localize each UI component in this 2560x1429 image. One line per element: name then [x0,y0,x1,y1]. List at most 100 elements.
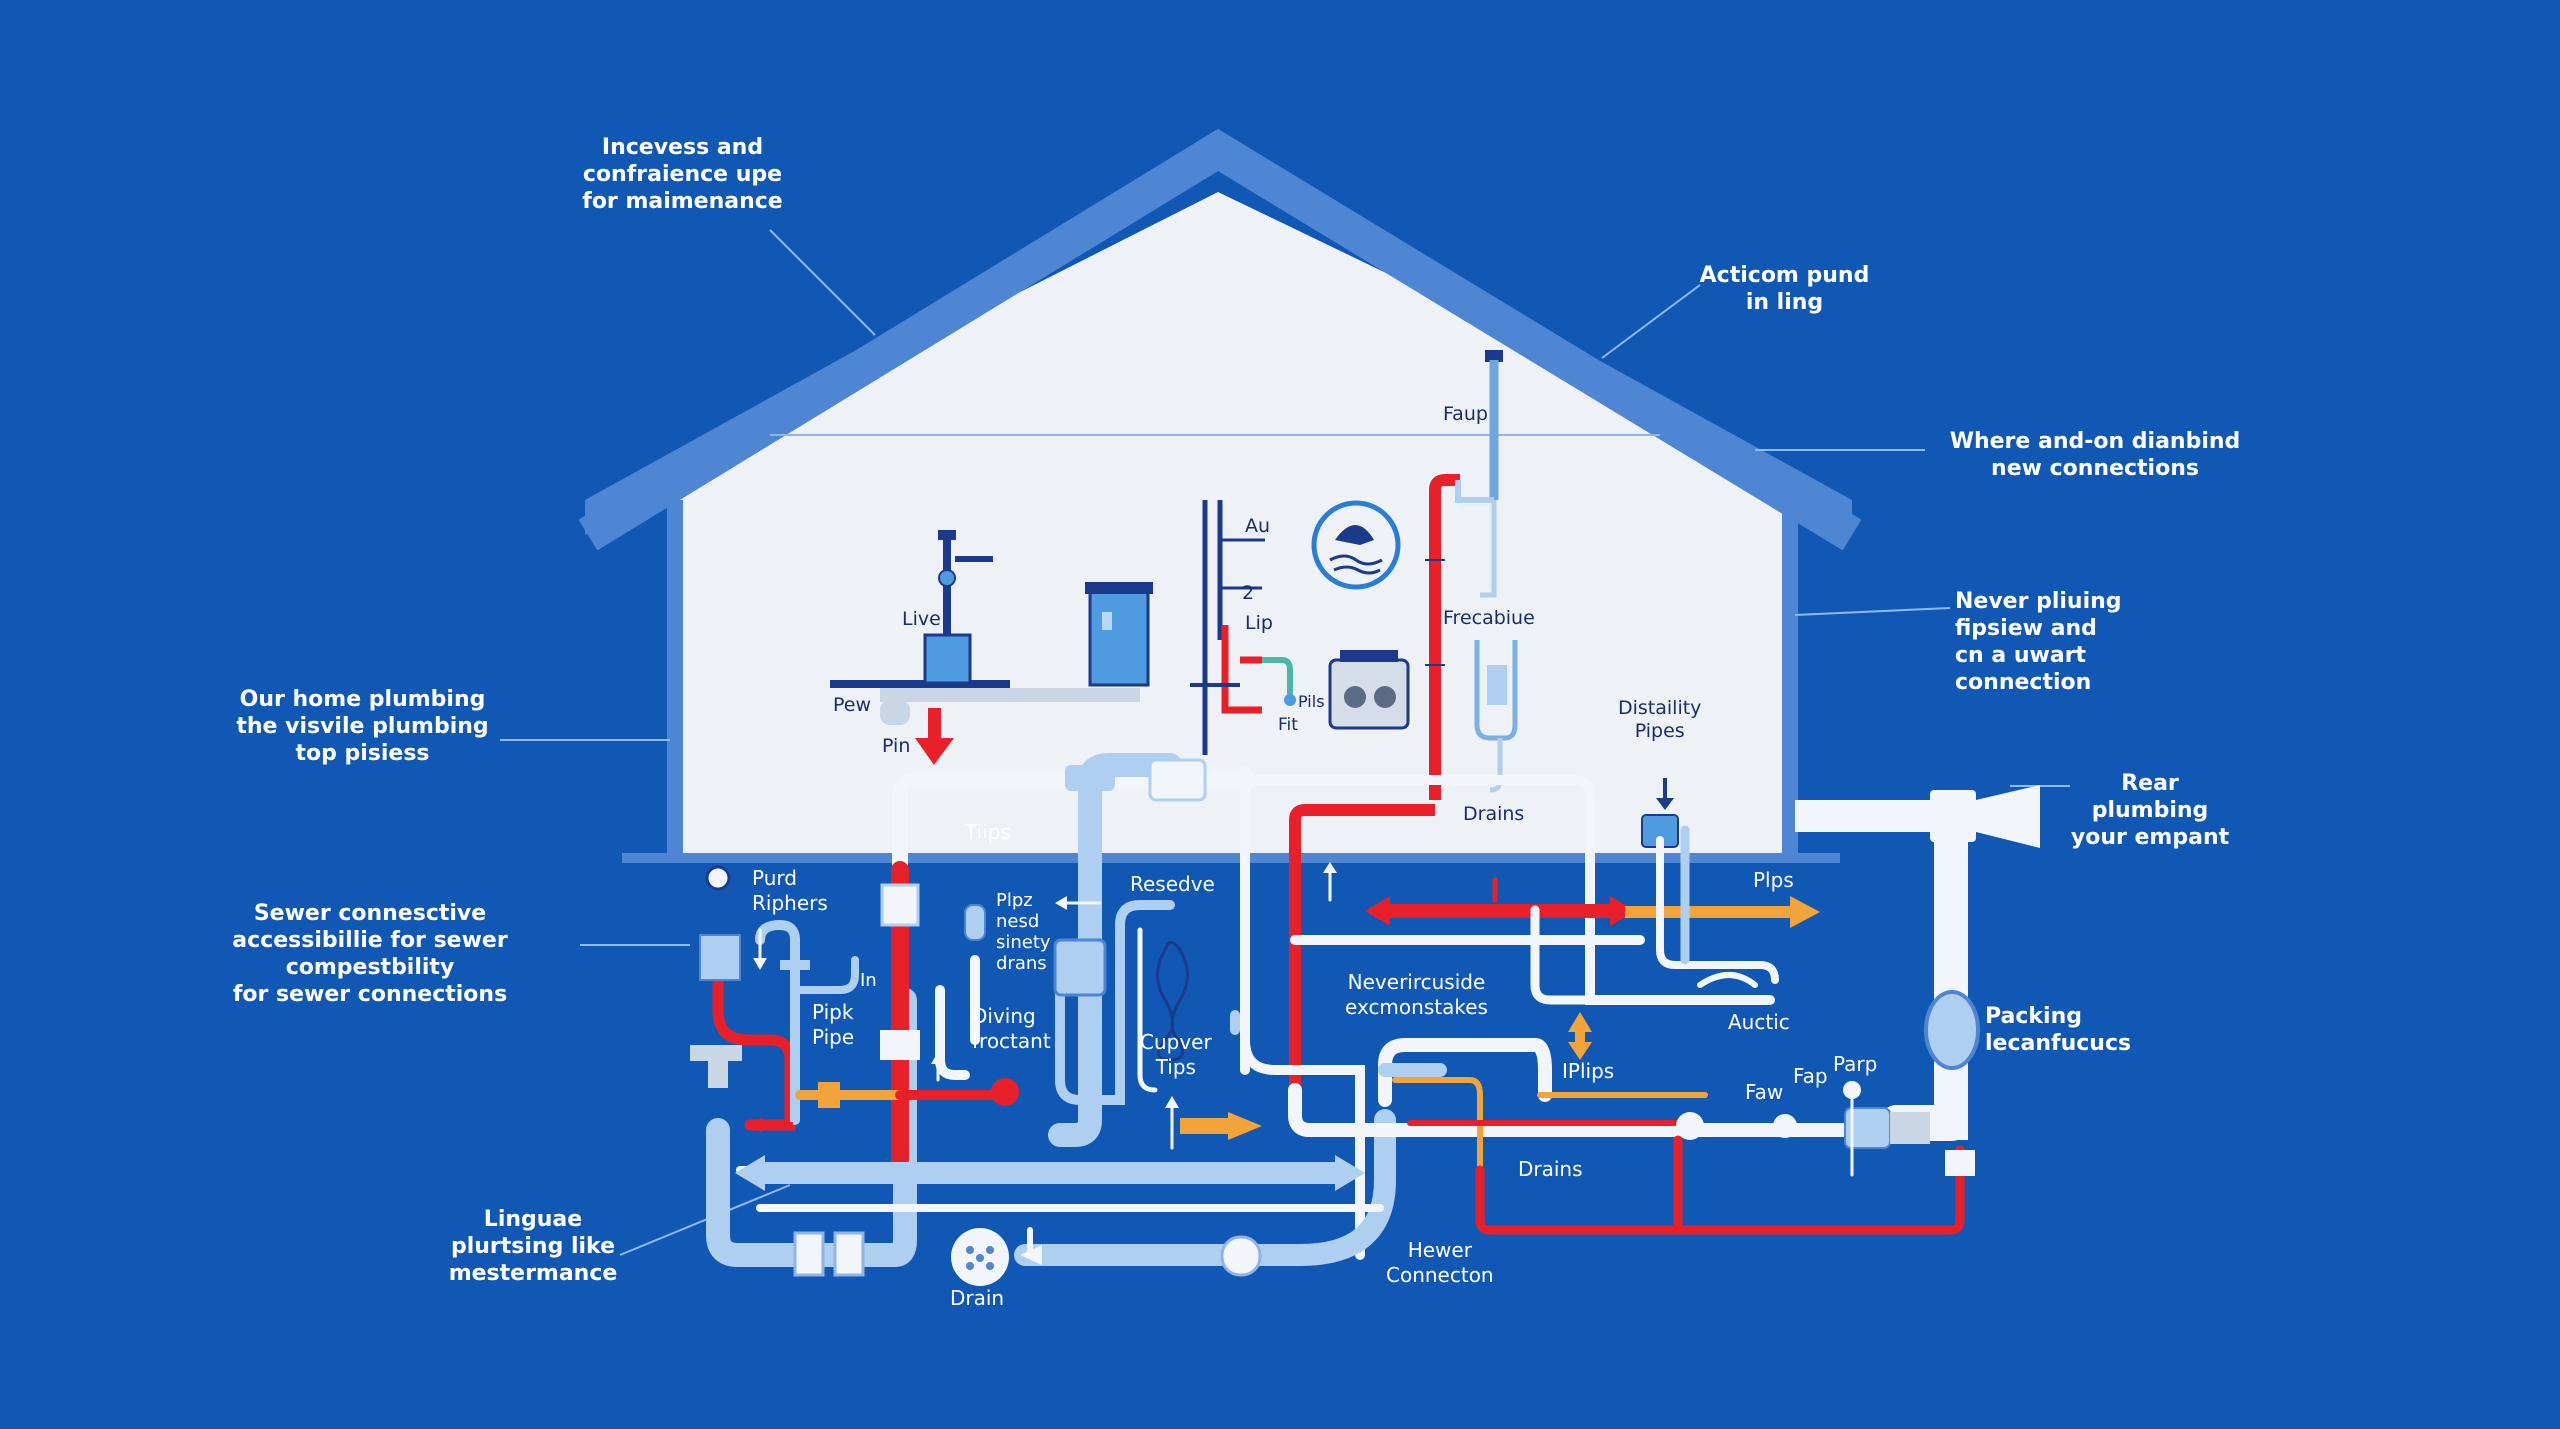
machine-dial-1 [1344,686,1366,708]
tee-coupling [1148,758,1207,802]
label-drains-inside: Drains [1463,803,1525,825]
rear-outlet-coupling [1930,790,1976,842]
left-valve-top [705,865,731,891]
leader-top-right [1601,284,1701,359]
left-loop-coupling [793,1231,825,1277]
water-heater-cap [1085,582,1153,594]
red-arrow-head [915,738,954,765]
drain-hole-5 [986,1262,994,1270]
roof-outline [578,128,1862,551]
left-loop-coupling-2 [833,1231,865,1277]
label-lip: Lip [1245,612,1273,634]
label-neverir: Neverircuside excmonstakes [1345,970,1488,1019]
label-faup: Faup [1443,403,1488,425]
light-pipe-2 [1480,500,1497,598]
callout-left-1: Our home plumbing the visvile plumbing t… [236,687,489,766]
double-arrow-left [735,1155,765,1191]
label-live: Live [902,608,941,630]
red-riser [1429,474,1460,800]
filter-inner [1487,665,1507,705]
label-frecabiue: Frecabiue [1443,607,1535,629]
white-main-top [892,772,1258,878]
orange-up-down [1568,1012,1592,1032]
lightblue-stack-elbow [1078,753,1182,792]
red-valve-mid [991,1078,1019,1106]
light-pipe-1 [1455,480,1494,503]
label-fit: Fit [1278,715,1298,735]
machine-dial-2 [1374,686,1396,708]
orange-drain [1392,1077,1483,1173]
white-arc [1697,972,1758,988]
label-drains-bottom: Drains [1518,1157,1583,1181]
orange-arrow-body [1180,1118,1230,1134]
white-mid-loop-2 [1656,836,1779,984]
lb-center-drain [1378,1038,1552,1107]
label-au: Au [1245,515,1271,537]
faucet-spout [955,556,993,562]
leader-top-left [769,229,876,336]
callout-left-2: Sewer connesctive accessibillie for sewe… [232,901,508,1007]
left-cap-stem [708,1060,728,1088]
white-drain-center [1288,1083,1887,1137]
white-mid-loop [1530,905,1725,1005]
red-band-right [1945,1150,1975,1176]
left-valve-box [699,934,741,981]
callout-lines [500,229,2070,1256]
rear-outlet [1795,785,2040,1141]
interior-fixtures [830,350,1679,1090]
teal-pipe [1262,657,1293,705]
drain-hole-1 [966,1246,974,1254]
shelf-pipe [880,700,910,725]
main-pipes [690,753,1975,1286]
label-two: 2 [1242,582,1255,604]
callout-right-3: Rear plumbing your empant [2070,771,2230,850]
rear-outlet-down [1934,840,1968,1140]
orange-arrow-head [1228,1112,1262,1140]
lb-center-a [1055,900,1175,1105]
label-fap: Fap [1793,1064,1828,1088]
light-pipe-3 [1460,503,1492,590]
left-cap [690,1045,742,1061]
lb-loop-a [755,919,800,1125]
leader-right-2 [1794,607,1951,616]
bottom-arrow-left [1020,1245,1042,1265]
callout-right-2: Never pliuing fipsiew and cn a uwart con… [1955,589,2122,695]
callout-top-left: Incevess and confraience upe for maimena… [582,135,783,214]
up-arrow-2-head [1165,1096,1179,1108]
callout-right-1: Where and-on dianbind new connections [1949,429,2241,481]
red-left-arrow-body [758,1122,793,1128]
left-arrow-small-head [1055,896,1067,910]
counter [830,680,1010,688]
machine [1328,658,1410,730]
sink-valve [938,569,956,587]
rear-outlet-nozzle [1976,785,2040,848]
label-drain: Drain [950,1286,1005,1310]
callout-left-3: Linguae plurtsing like mestermance [448,1207,618,1286]
red-left-arrow-head [750,1117,762,1133]
red-bottom-loop [1475,1145,1965,1235]
label-cupver: Cupver Tips [1140,1030,1212,1079]
orange-coupling [818,1082,840,1108]
lightblue-pipe-left [780,960,810,970]
label-faw: Faw [1745,1080,1784,1104]
label-pils: Pils [1298,692,1325,711]
orange-arrow-long-head [1790,896,1820,928]
red-band-1 [880,883,920,927]
red-double-arrow-body [1375,904,1625,918]
bottom-valve [1220,1235,1262,1277]
right-joint-1 [1676,1112,1704,1140]
callout-top-right: Acticom pund in ling [1699,263,1870,315]
vent-top [1485,350,1503,362]
distaility-arrow-head [1656,798,1674,810]
label-in: In [860,970,877,991]
label-parp: Parp [1833,1052,1878,1076]
drain-hole-4 [966,1262,974,1270]
pressure-valve-top [1843,1081,1861,1099]
right-coupling-2 [1890,1112,1930,1144]
red-riser-return [1289,804,1435,1090]
label-resedve: Resedve [1130,872,1215,896]
label-pew: Pew [833,694,872,716]
label-pin: Pin [882,735,911,757]
